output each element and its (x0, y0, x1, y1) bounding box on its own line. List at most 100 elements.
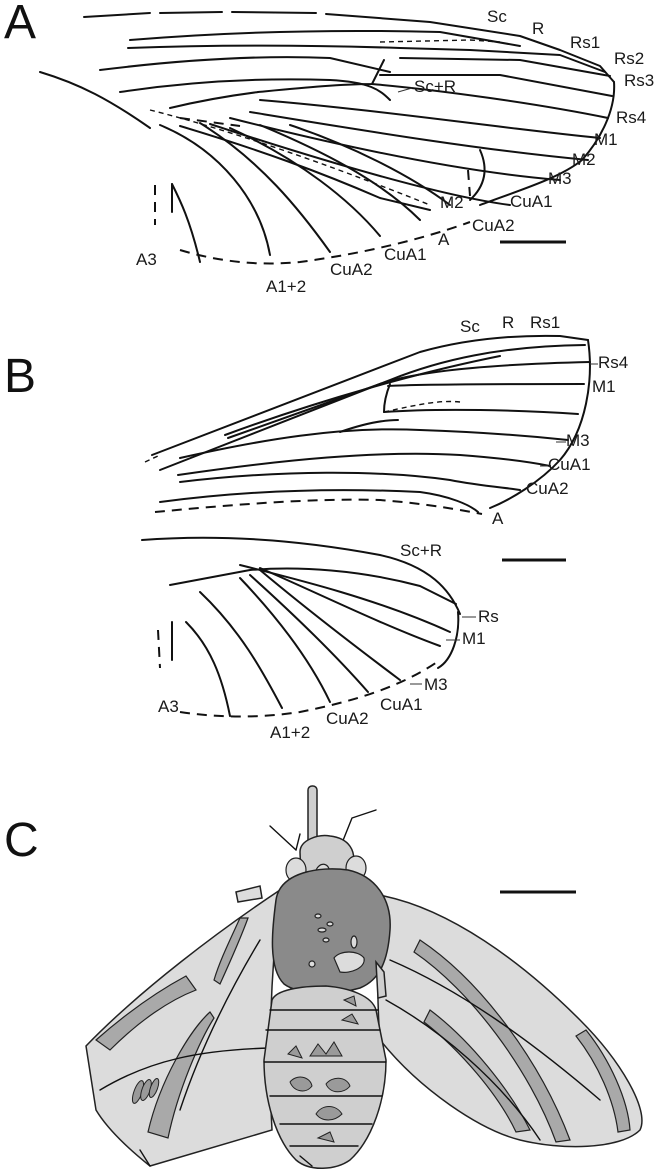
costa-segment (231, 11, 317, 14)
right-wing-line (389, 959, 601, 1101)
vein-m2 (249, 111, 589, 161)
wing-mark (148, 1078, 160, 1098)
vein-rs (239, 564, 451, 633)
vein-crossvein (383, 383, 391, 413)
costa-segment (325, 13, 615, 83)
thorax-mark (314, 913, 322, 919)
left-wing-markings (131, 1078, 160, 1104)
label-a3: A3 (136, 250, 157, 269)
abdomen-markings (287, 995, 360, 1143)
panel-a-forewing (39, 11, 616, 211)
abdomen-mark (289, 1076, 313, 1092)
costa-segment (159, 11, 223, 14)
left-wing-band (147, 1011, 215, 1139)
label-cua2: CuA2 (526, 479, 569, 498)
vein-m1 (259, 99, 601, 139)
panel-b-forewing (144, 334, 591, 515)
abdomen-mark (315, 1106, 343, 1121)
vein-cua2-h (199, 122, 331, 253)
vein-rs4 (371, 83, 609, 119)
vein-cua2 (199, 591, 283, 709)
vein-r-dashed (379, 39, 501, 43)
costa (151, 334, 589, 456)
panel-c: C (4, 785, 643, 1169)
label-hm3: M3 (424, 675, 448, 694)
vein-cua1-h (229, 127, 381, 237)
label-m2-inner: M2 (440, 193, 464, 212)
vein-m3 (179, 428, 569, 459)
label-r: R (532, 19, 544, 38)
vein-m1 (387, 383, 585, 387)
costa-base-dash (144, 454, 161, 463)
outer-margin (489, 339, 591, 509)
thorax (271, 868, 391, 994)
label-a1-2: A1+2 (270, 723, 310, 742)
label-rs2: Rs2 (614, 49, 644, 68)
label-cua1-outer: CuA1 (510, 192, 553, 211)
vein-sc-inner (224, 355, 501, 436)
vein-cua1 (239, 577, 331, 703)
vein-m3 (229, 117, 561, 181)
vein-r (159, 344, 586, 471)
abdomen-mark (316, 1131, 335, 1143)
vein-m2 (259, 569, 401, 681)
vein-a12 (159, 124, 271, 256)
label-m3: M3 (566, 431, 590, 450)
thorax-mark (326, 921, 334, 927)
label-a: A (438, 230, 450, 249)
label-rs1: Rs1 (570, 33, 600, 52)
thorax-mark (322, 937, 330, 943)
abdomen-mark (342, 995, 357, 1007)
vein-crossvein (469, 149, 486, 201)
thorax-mark (317, 927, 327, 933)
label-r: R (502, 313, 514, 332)
panel-b-hindwing (141, 536, 461, 718)
vein-parallel (227, 383, 381, 439)
abdomen (263, 985, 387, 1169)
panel-a-hindwing (154, 122, 471, 265)
label-cua2: CuA2 (330, 260, 373, 279)
label-cua1-inner: CuA1 (384, 245, 427, 264)
hind-margin (179, 221, 471, 265)
panel-b: B (4, 313, 628, 742)
wing-base-line (39, 71, 151, 129)
abdomen-mark (287, 1045, 303, 1059)
vein-cua1 (177, 452, 551, 476)
wing-fragment (235, 885, 263, 903)
discal-cell (257, 59, 385, 93)
vein-a (159, 489, 479, 513)
vein-stem-2 (119, 78, 391, 101)
label-hm1: M1 (462, 629, 486, 648)
vein-r (127, 44, 606, 73)
label-m3: M3 (548, 169, 572, 188)
vein-a3 (171, 183, 201, 263)
vein-sc (129, 29, 521, 47)
left-wing-band (213, 917, 249, 985)
label-m1: M1 (592, 377, 616, 396)
left-wing-line (99, 1047, 271, 1091)
vein-scr-stem (99, 56, 391, 73)
label-rs: Rs (478, 607, 499, 626)
hind-margin (154, 498, 483, 515)
label-a3: A3 (158, 697, 179, 716)
outer-margin (437, 611, 460, 669)
label-a: A (492, 509, 504, 528)
panel-a-labels: Sc R Rs1 Rs2 Rs3 Rs4 Sc+R M1 M2 M3 CuA1 … (136, 7, 654, 296)
thorax-mark (333, 951, 365, 973)
abdomen-mark (309, 1041, 343, 1057)
left-wing-band (95, 975, 197, 1051)
vein-m2-h (289, 124, 451, 206)
hind-margin (179, 659, 441, 718)
vein-rs4 (379, 361, 591, 385)
antenna-left (269, 825, 297, 851)
right-wing-band (423, 1009, 531, 1133)
thorax-markings (308, 913, 365, 973)
right-wing-band (575, 1029, 631, 1133)
label-rs4: Rs4 (598, 353, 628, 372)
vein-a12 (185, 621, 231, 717)
left-wing-line (179, 939, 261, 1111)
panel-a: A (4, 0, 654, 296)
costa-segment (83, 12, 151, 18)
abdomen-mark (340, 1013, 360, 1025)
panel-label-a: A (4, 0, 36, 49)
